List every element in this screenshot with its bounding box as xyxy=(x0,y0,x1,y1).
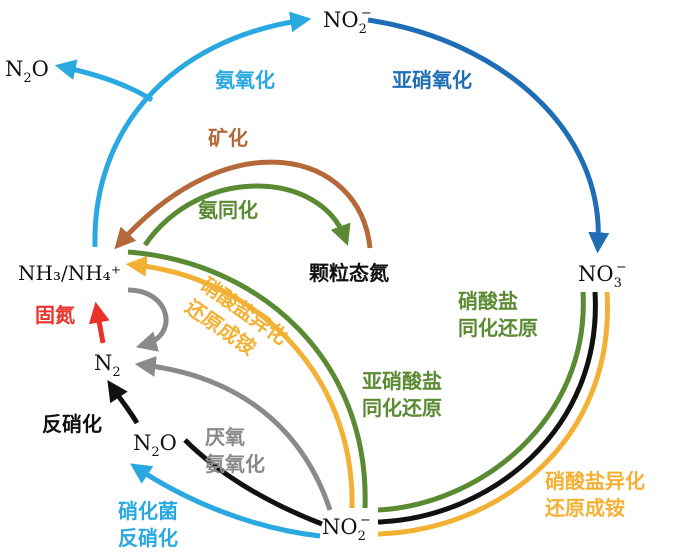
label-nitrifier-denitrification: 硝化菌 反硝化 xyxy=(118,499,185,550)
label-nitrate-assimilatory-reduction: 硝酸盐 同化还原 xyxy=(458,289,538,340)
label-anammox: 厌氧 氨氧化 xyxy=(205,425,265,476)
ammonia-oxidation-n2o-branch-arrow xyxy=(54,59,154,103)
dnra-inner-arrow xyxy=(125,255,355,509)
node-n2o-top: N2O xyxy=(5,57,49,86)
label-dnra-outer: 硝酸盐异化 还原成铵 xyxy=(544,469,652,520)
node-n2o-mid: N2O xyxy=(133,431,177,460)
dnra-outer-arrow xyxy=(377,291,610,537)
anammox-nh4-arrow xyxy=(127,287,169,352)
node-n2: N2 xyxy=(94,351,121,380)
nitrite-oxidation-arrow xyxy=(367,17,610,254)
label-ammonium-assimilation: 氨同化 xyxy=(198,198,258,222)
node-particulate-nitrogen: 颗粒态氮 xyxy=(309,261,389,285)
node-nh3-nh4: NH₃/NH₄⁺ xyxy=(18,261,121,285)
label-nitrogen-fixation: 固氮 xyxy=(35,303,75,327)
nitrogen-fixation-arrow xyxy=(88,301,110,344)
node-no3: NO3− xyxy=(578,260,627,291)
ammonium-assimilation-arrow xyxy=(142,183,351,247)
nitrite-assimilation-arrow xyxy=(127,249,368,509)
mineralization-arrow xyxy=(114,159,373,250)
label-denitrification: 反硝化 xyxy=(42,412,102,436)
denitrification-n2-arrow xyxy=(107,380,140,425)
label-mineralization: 矿化 xyxy=(208,126,248,150)
label-nitrite-assimilatory-reduction: 亚硝酸盐 同化还原 xyxy=(362,369,449,420)
label-dnra-inner: 硝酸盐异化 还原成铵 xyxy=(180,272,298,376)
nitrifier-denitrification-arrow xyxy=(130,463,321,539)
nitrate-to-nitrite-arrow xyxy=(377,291,598,525)
denitrification-arrow xyxy=(183,438,323,527)
nitrate-assimilation-arrow xyxy=(377,291,586,513)
node-no2-bottom: NO2− xyxy=(322,513,371,544)
node-no2-top: NO2− xyxy=(323,6,372,37)
anammox-arrow xyxy=(134,356,333,511)
label-ammonia-oxidation: 氨氧化 xyxy=(215,68,275,92)
label-nitrite-oxidation: 亚硝氧化 xyxy=(392,68,472,92)
